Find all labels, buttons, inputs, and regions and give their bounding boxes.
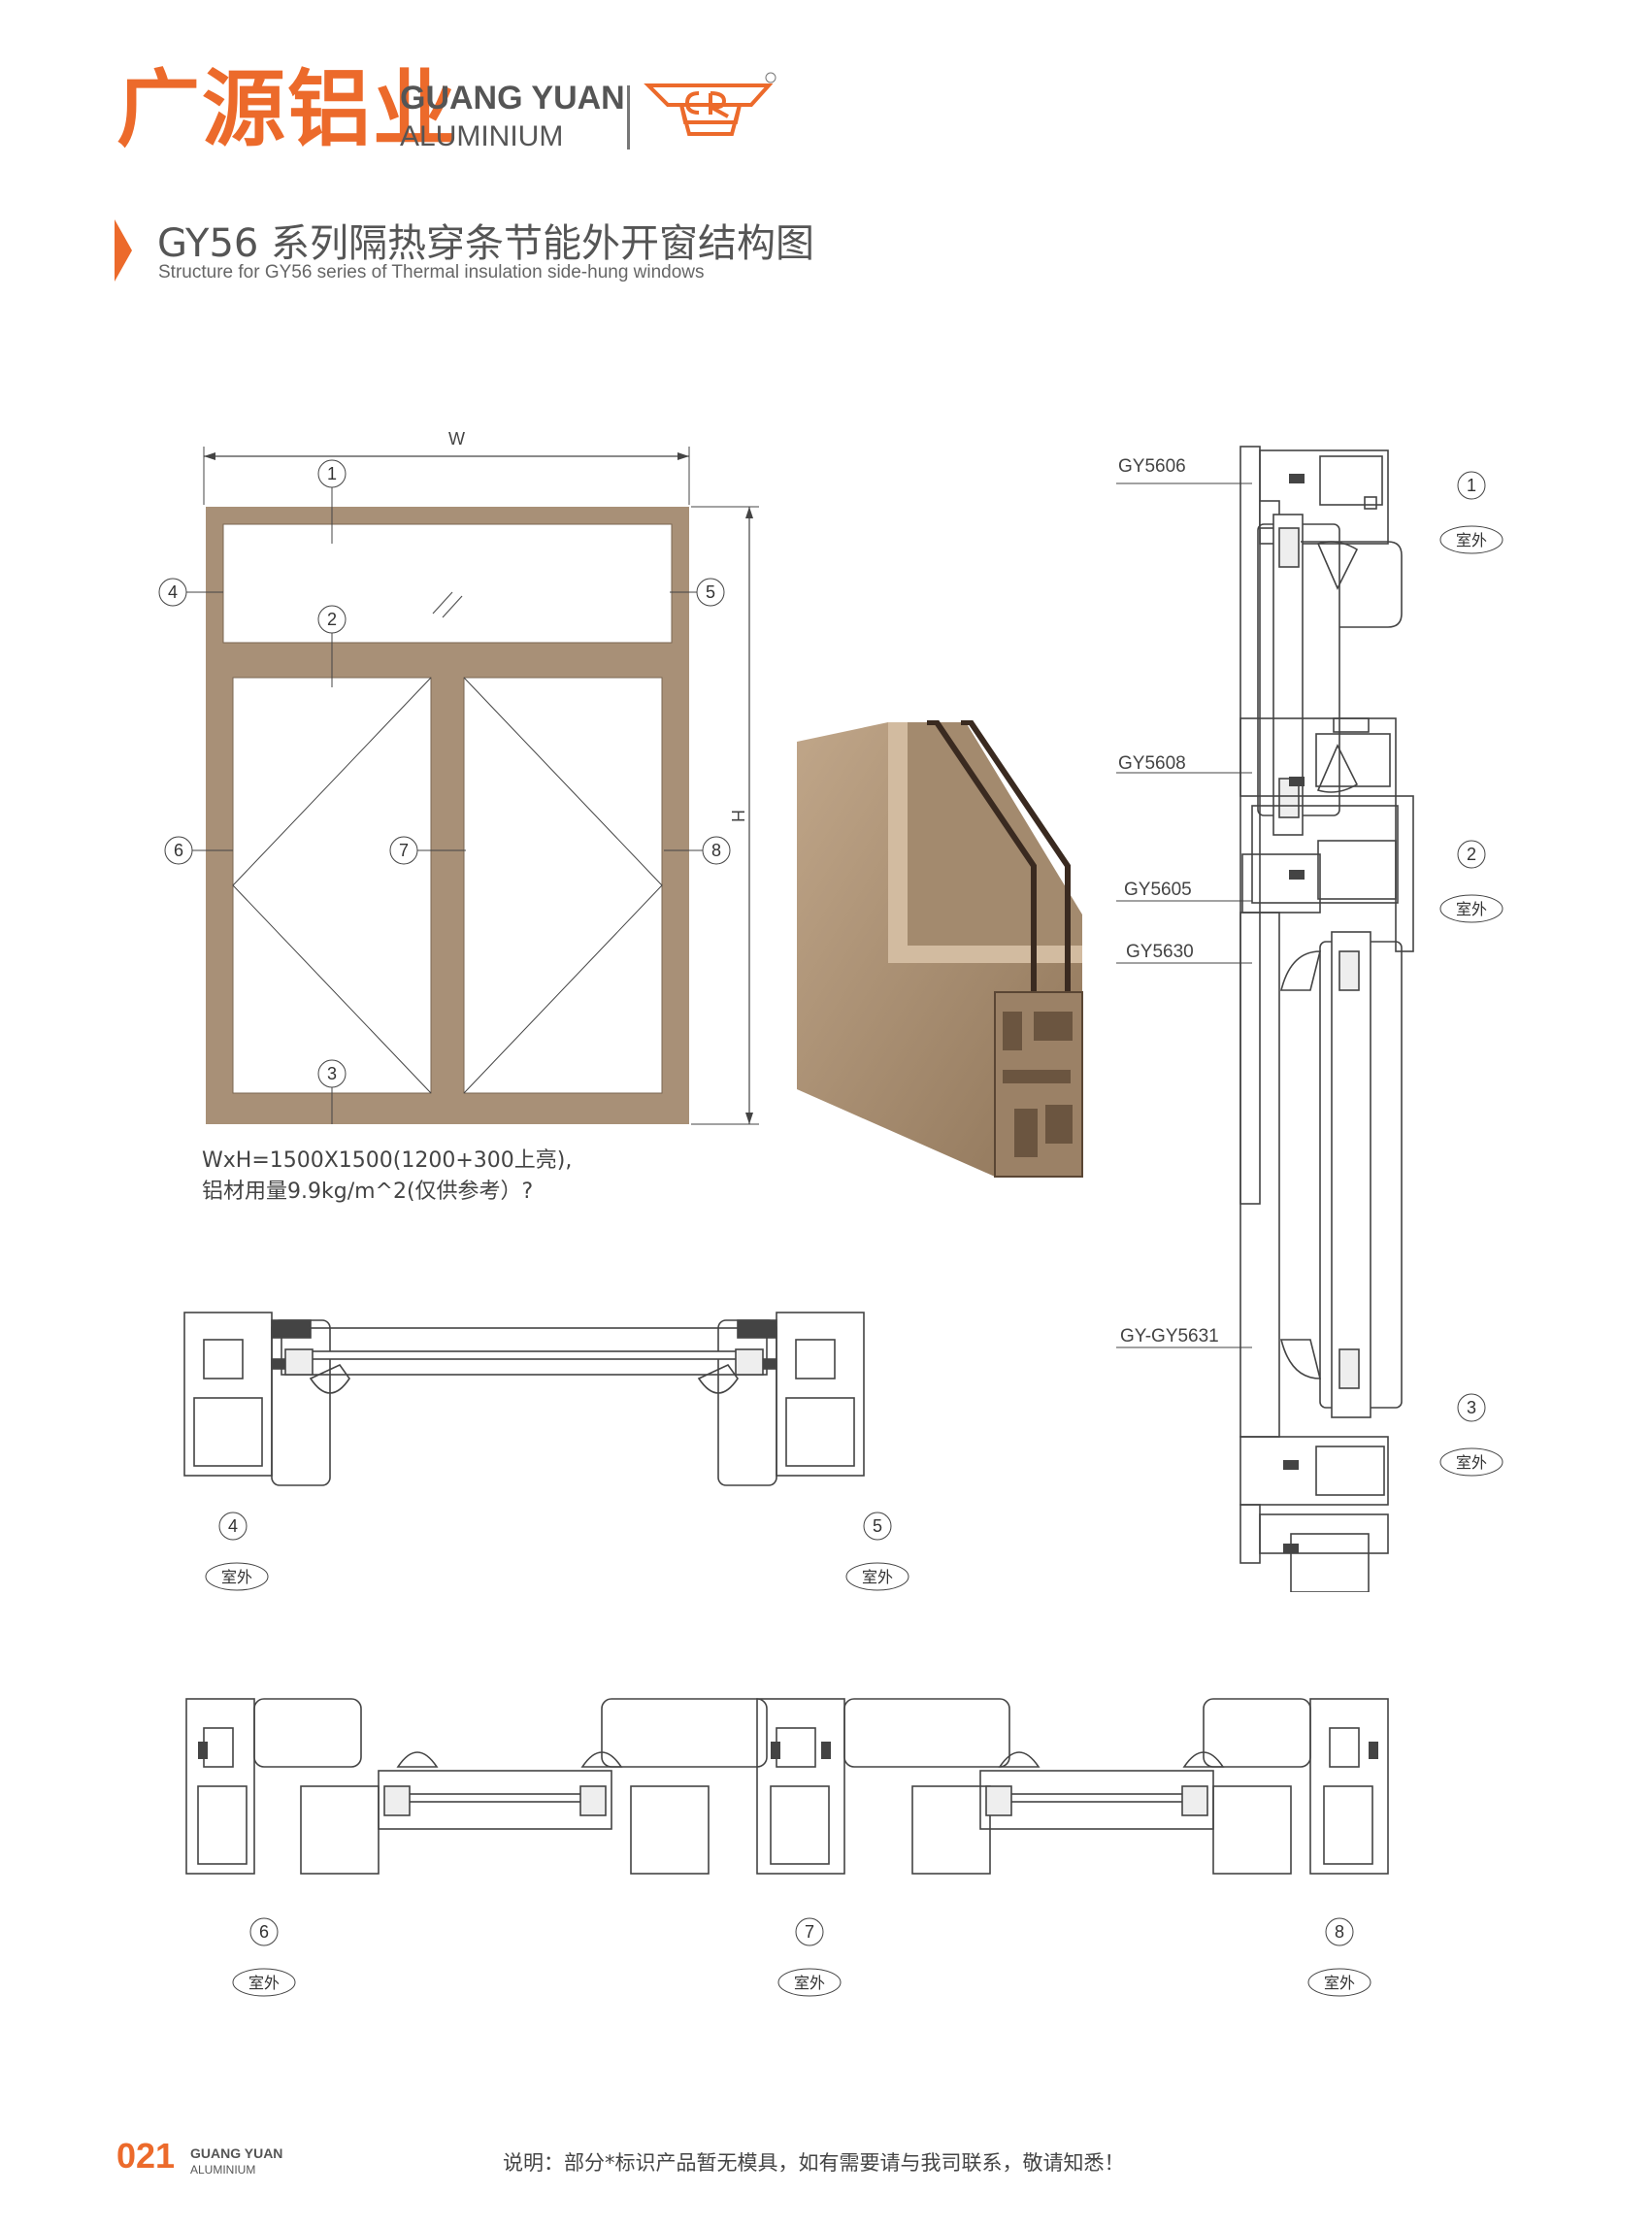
profile-label-gy5608: GY5608 (1118, 753, 1186, 774)
footer-brand-line2: ALUMINIUM (190, 2163, 256, 2177)
marker-7: 7 (399, 841, 409, 860)
title-marker (115, 219, 132, 282)
marker-8: 8 (711, 841, 721, 860)
vertical-section: 1 室外 2 室外 3 室外 (1116, 446, 1503, 1592)
htop-outdoor-4: 室外 (221, 1569, 252, 1586)
elevation-caption: WxH=1500X1500(1200+300上亮), 铝材用量9.9kg/m^2… (202, 1146, 572, 1208)
caption-line-1: WxH=1500X1500(1200+300上亮), (202, 1148, 573, 1173)
brand-name-cn: 广源铝业 (116, 61, 458, 158)
htop-outdoor-5: 室外 (862, 1569, 893, 1586)
hbot-outdoor-6: 室外 (248, 1975, 280, 1992)
vsec-outdoor-2: 室外 (1456, 901, 1487, 918)
marker-2: 2 (327, 610, 337, 629)
footer-brand-line1: GUANG YUAN (190, 2145, 283, 2161)
brand-separator (627, 85, 630, 150)
vsec-marker-1: 1 (1467, 476, 1476, 495)
profile-label-gy5630: GY5630 (1126, 942, 1194, 962)
height-label: H (728, 810, 747, 822)
profile-label-gy5605: GY5605 (1124, 880, 1192, 900)
hbot-outdoor-7: 室外 (794, 1975, 825, 1992)
gr-logo-icon (644, 72, 776, 136)
profile-label-gy5606: GY5606 (1118, 456, 1186, 477)
brand-name-en-line1: GUANG YUAN (400, 80, 625, 116)
marker-6: 6 (174, 841, 183, 860)
caption-line-2: 铝材用量9.9kg/m^2(仅供参考）? (202, 1180, 534, 1204)
marker-4: 4 (168, 582, 178, 602)
hbot-marker-7: 7 (805, 1922, 814, 1942)
hbot-outdoor-8: 室外 (1324, 1975, 1355, 1992)
width-label: W (448, 429, 465, 449)
page-subtitle: Structure for GY56 series of Thermal ins… (158, 262, 705, 283)
page-number: 021 (116, 2136, 176, 2176)
htop-marker-4: 4 (228, 1516, 238, 1536)
horizontal-section-top: 4 室外 5 室外 (183, 1312, 909, 1591)
htop-marker-5: 5 (873, 1516, 882, 1536)
page-title: GY56 系列隔热穿条节能外开窗结构图 (157, 221, 815, 266)
marker-5: 5 (706, 582, 715, 602)
hbot-marker-6: 6 (259, 1922, 269, 1942)
marker-3: 3 (327, 1064, 337, 1083)
vsec-marker-2: 2 (1467, 845, 1476, 864)
footer-note: 说明：部分*标识产品暂无模具，如有需要请与我司联系，敬请知悉！ (503, 2151, 1125, 2175)
vsec-outdoor-1: 室外 (1456, 532, 1487, 549)
vsec-outdoor-3: 室外 (1456, 1454, 1487, 1472)
vsec-marker-3: 3 (1467, 1398, 1476, 1417)
window-elevation: W H 1 2 3 4 5 6 7 8 (158, 429, 759, 1125)
hbot-marker-8: 8 (1335, 1922, 1344, 1942)
profile-label-gy5631: GY-GY5631 (1120, 1326, 1219, 1346)
marker-1: 1 (327, 464, 337, 483)
horizontal-section-bottom: 6 室外 7 室外 8 室外 (185, 1698, 1389, 1997)
brand-name-en-line2: ALUMINIUM (400, 120, 564, 152)
profile-3d-render (797, 720, 1083, 1178)
